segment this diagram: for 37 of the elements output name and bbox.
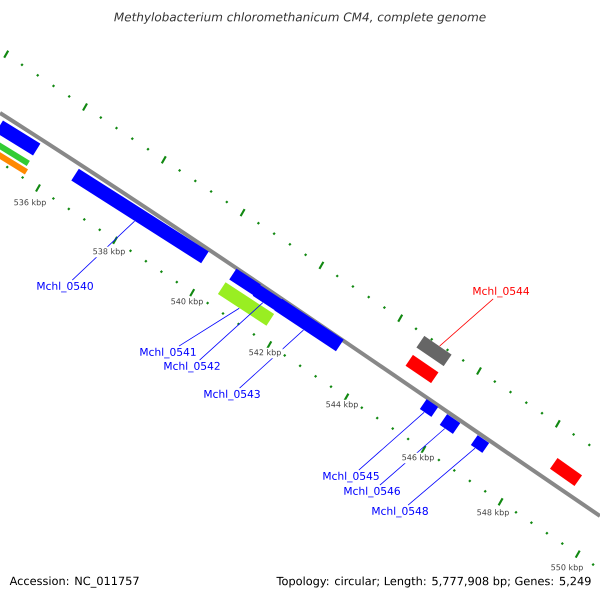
gene-label: Mchl_0544: [473, 286, 530, 298]
gene-bar: [406, 354, 438, 384]
gene-bar: [229, 268, 261, 296]
scale-label: 536 kbp: [12, 198, 48, 208]
scale-label: 544 kbp: [324, 400, 360, 410]
scale-label: 546 kbp: [400, 452, 436, 464]
leader-line: [358, 412, 425, 470]
gene-bar: [420, 399, 438, 417]
leader-line: [408, 448, 476, 506]
gene-bar: [0, 120, 40, 156]
gene-label: Mchl_0546: [344, 486, 400, 498]
gene-label: Mchl_0541: [140, 348, 196, 358]
gene-bar: [0, 152, 28, 174]
gene-label: Mchl_0545: [323, 472, 379, 482]
gene-bar: [416, 336, 452, 366]
scale-label: 542 kbp: [247, 348, 283, 358]
scale-label: 550 kbp: [549, 562, 585, 574]
footer-text: Topology: circular; Length: 5,777,908 bp; Genes: 5,249: [276, 576, 591, 588]
title: Methylobacterium chloromethanicum CM4, complete genome: [114, 12, 486, 24]
footer-text: Accession: NC_011757: [10, 576, 139, 588]
leader-line: [439, 298, 494, 346]
gene-label: Mchl_0543: [204, 390, 260, 400]
leader-line: [178, 308, 240, 346]
scale-label: 540 kbp: [169, 296, 205, 308]
gene-label: Mchl_0548: [372, 506, 428, 518]
gene-bar: [71, 168, 209, 264]
gene-bar: [550, 458, 582, 486]
gene-bar: [470, 435, 490, 453]
gene-bar: [0, 142, 30, 166]
gene-label: Mchl_0540: [37, 282, 93, 292]
leader-line: [199, 302, 264, 360]
gene-bar: [218, 282, 274, 326]
gene-bar: [252, 284, 284, 312]
gene-bar: [440, 414, 460, 434]
scale-label: 548 kbp: [475, 508, 511, 518]
scale-label: 538 kbp: [91, 246, 127, 258]
gene-label: Mchl_0542: [164, 362, 220, 372]
